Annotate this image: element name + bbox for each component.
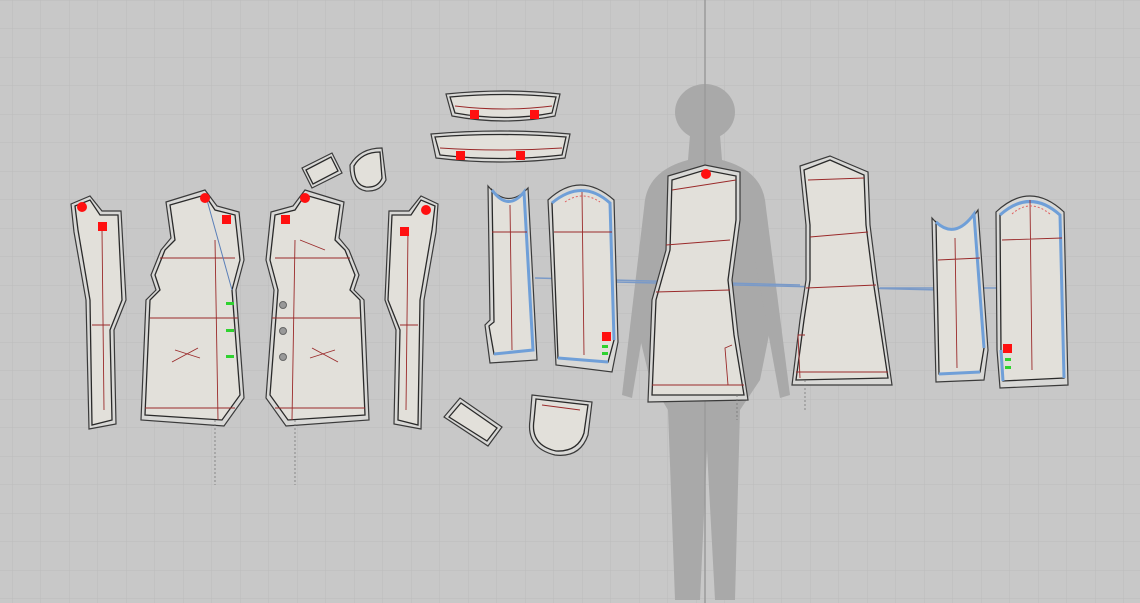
pattern-piece-collar-top[interactable] (445, 90, 561, 122)
pattern-piece-pocket-welt[interactable] (443, 397, 503, 447)
pattern-piece-collar-stand[interactable] (430, 130, 571, 163)
pattern-piece-top-sleeve-right[interactable] (995, 195, 1069, 389)
pattern-piece-right-side[interactable] (384, 195, 439, 430)
pattern-piece-under-sleeve-left[interactable] (484, 184, 538, 364)
pattern-piece-front-right[interactable] (265, 189, 370, 485)
pattern-piece-back-center[interactable] (647, 164, 749, 420)
pattern-piece-top-sleeve-left[interactable] (547, 184, 619, 373)
pattern-piece-left-side[interactable] (70, 195, 127, 430)
pattern-piece-pocket-small[interactable] (349, 147, 387, 192)
pattern-piece-under-sleeve-right[interactable] (931, 208, 989, 383)
pattern-piece-back-side[interactable] (791, 155, 893, 410)
pattern-piece-front-left[interactable] (140, 189, 245, 485)
pattern-piece-flap-small[interactable] (301, 152, 343, 189)
pattern-piece-pocket-bag[interactable] (528, 394, 593, 456)
